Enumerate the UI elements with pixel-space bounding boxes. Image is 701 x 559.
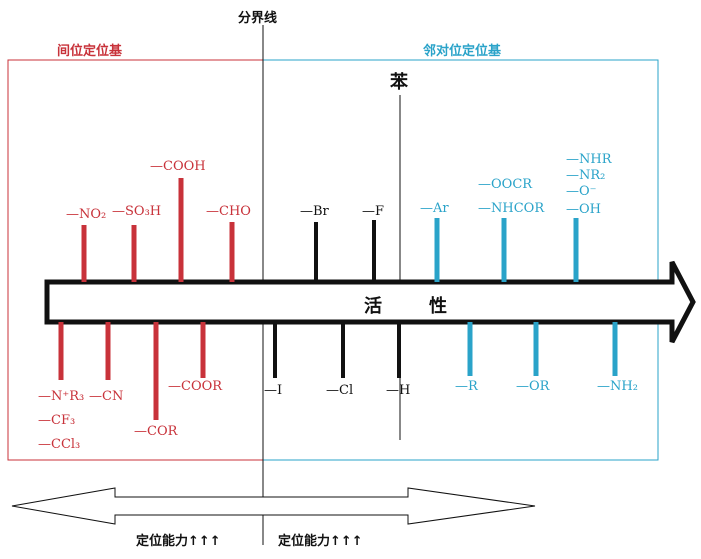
label-br: —Br (300, 204, 329, 219)
activity-arrow (44, 260, 696, 344)
label-cho: —CHO (206, 204, 251, 219)
label-cf3: —CF₃ (38, 413, 76, 428)
divider-label: 分界线 (238, 11, 278, 26)
label-cor: —COR (134, 424, 178, 439)
label-oh: —OH (566, 202, 601, 217)
left-ability-label: 定位能力↑↑↑ (136, 534, 221, 549)
ability-double-arrow (11, 487, 536, 525)
label-cl: —Cl (326, 383, 354, 398)
label-nh2: —NH₂ (597, 379, 638, 394)
label-nr2: —NR₂ (566, 168, 606, 183)
label-cn: —CN (89, 389, 124, 404)
label-o-minus: —O⁻ (566, 184, 597, 199)
label-or: —OR (516, 379, 550, 394)
ortho-para-group-title: 邻对位定位基 (423, 44, 502, 59)
label-i: —I (264, 383, 283, 398)
label-nhr: —NHR (566, 152, 612, 167)
ortho-para-region-box (262, 59, 659, 461)
label-cooh: —COOH (150, 159, 206, 174)
label-nhcor: —NHCOR (478, 201, 545, 216)
label-so3h: —SO₃H (112, 204, 162, 219)
label-ar: —Ar (420, 201, 449, 216)
label-nr3: —N⁺R₃ (38, 389, 85, 404)
right-ability-label: 定位能力↑↑↑ (278, 534, 363, 549)
benzene-label: 苯 (390, 72, 408, 93)
label-f: —F (362, 204, 385, 219)
activity-label-1: 活 (364, 296, 382, 317)
label-oocr: —OOCR (478, 177, 533, 192)
meta-group-title: 间位定位基 (57, 44, 123, 59)
label-r: —R (455, 379, 478, 394)
activity-label-2: 性 (429, 296, 447, 317)
label-h: —H (386, 383, 411, 398)
label-ccl3: —CCl₃ (38, 437, 81, 452)
label-coor: —COOR (168, 379, 223, 394)
label-no2: —NO₂ (66, 207, 107, 222)
